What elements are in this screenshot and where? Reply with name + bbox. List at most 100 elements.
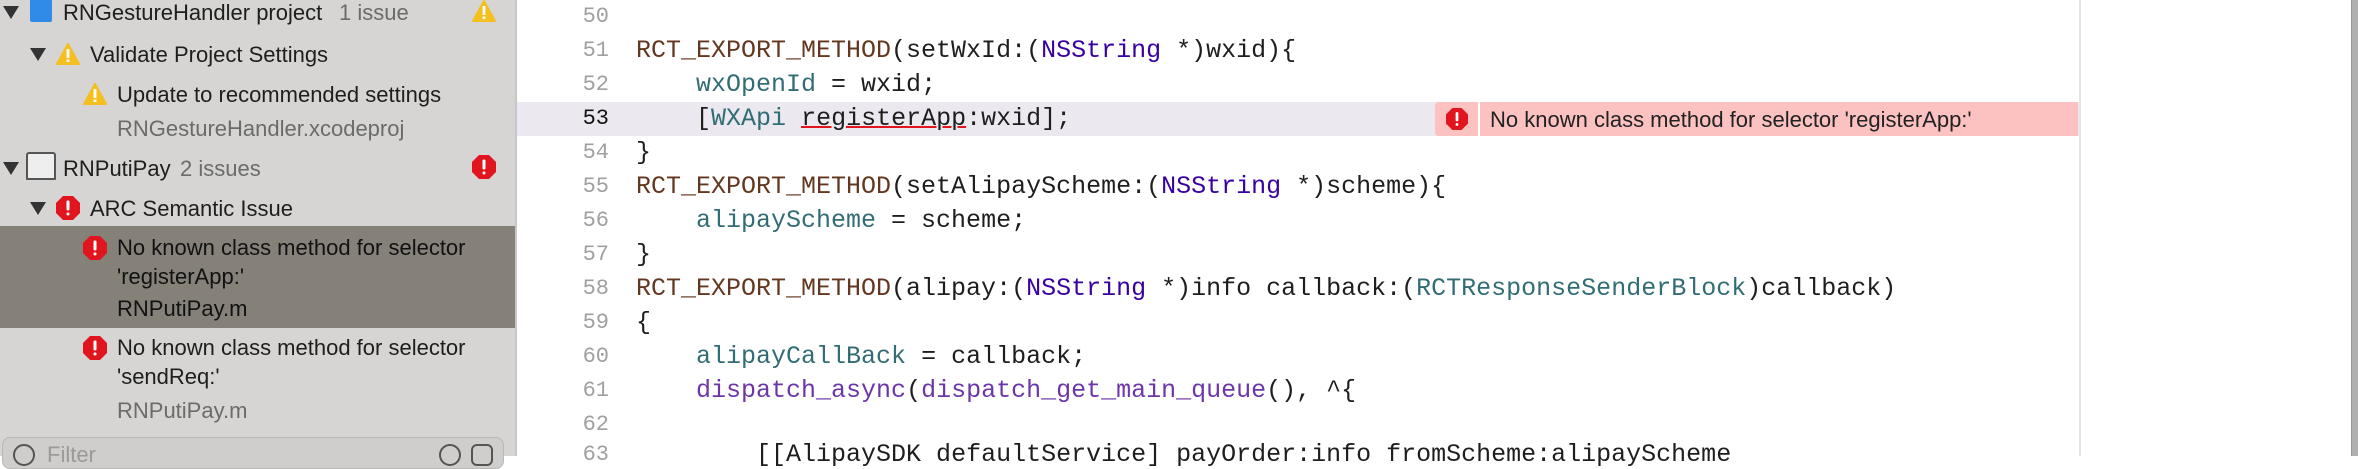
warning-icon (472, 0, 496, 22)
issue-group-rnputipay[interactable]: RNPutiPay 2 issues (0, 152, 515, 186)
error-selector-token: registerApp (801, 104, 967, 133)
code-token: )callback) (1746, 274, 1897, 303)
type-token: NSString (1161, 172, 1282, 201)
issue-item-update-settings[interactable]: Update to recommended settings RNGesture… (0, 80, 515, 150)
disclosure-triangle-icon[interactable] (3, 162, 19, 175)
error-icon (83, 236, 107, 260)
indent (636, 104, 696, 133)
issue-title: No known class method for selector (117, 335, 466, 360)
code-token: :wxid]; (966, 104, 1072, 133)
issue-title: No known class method for selector (117, 235, 466, 260)
code-line-63: [[AlipaySDK defaultService] payOrder:inf… (636, 440, 1731, 469)
disclosure-triangle-icon[interactable] (30, 202, 46, 215)
code-line-55: RCT_EXPORT_METHOD(setAlipayScheme:(NSStr… (636, 172, 1446, 201)
function-token: dispatch_get_main_queue (921, 376, 1267, 405)
code-line-59: { (636, 308, 652, 337)
macro-token: RCT_EXPORT_METHOD (636, 36, 892, 65)
warning-icon (83, 83, 107, 105)
filter-icon (13, 444, 35, 466)
line-number: 57 (582, 242, 609, 267)
error-icon (56, 196, 80, 220)
code-line-56: alipayScheme = scheme; (636, 206, 1026, 235)
issue-file: RNPutiPay.m (117, 296, 248, 321)
issue-item-registerapp[interactable]: No known class method for selector 'regi… (0, 226, 515, 328)
line-number: 50 (582, 4, 609, 29)
issue-category-title: Validate Project Settings (90, 42, 329, 67)
line-number: 54 (582, 140, 609, 165)
line-number: 60 (582, 344, 609, 369)
line-number: 61 (582, 378, 609, 403)
disclosure-triangle-icon[interactable] (30, 48, 46, 61)
disclosure-triangle-icon[interactable] (3, 6, 19, 19)
code-token: = wxid; (816, 70, 937, 99)
identifier-token: alipayScheme (696, 206, 877, 235)
issue-category-title: ARC Semantic Issue (90, 196, 293, 221)
line-number: 62 (582, 412, 609, 437)
issue-title-cont: 'sendReq:' (117, 364, 220, 389)
indent (636, 70, 696, 99)
line-number: 51 (582, 38, 609, 63)
issue-file: RNPutiPay.m (117, 398, 248, 423)
code-token: (alipay:( (891, 274, 1027, 303)
source-editor[interactable]: 50 51 52 53 54 55 56 57 58 59 60 61 62 6… (517, 0, 2079, 469)
function-token: dispatch_async (696, 376, 907, 405)
issue-category-arc[interactable]: ARC Semantic Issue (0, 194, 515, 224)
code-line-51: RCT_EXPORT_METHOD(setWxId:(NSString *)wx… (636, 36, 1296, 65)
error-annotation[interactable]: No known class method for selector 'regi… (1435, 102, 2078, 136)
line-number: 52 (582, 72, 609, 97)
issue-count: 2 issues (180, 156, 261, 181)
code-token (786, 104, 801, 133)
clock-icon[interactable] (439, 444, 461, 466)
identifier-token: alipayCallBack (696, 342, 907, 371)
indent (636, 342, 696, 371)
issue-navigator: RNGestureHandler project 1 issue Validat… (0, 0, 517, 469)
line-number: 63 (582, 442, 609, 467)
minimap-area (2081, 0, 2351, 456)
macro-token: RCT_EXPORT_METHOD (636, 172, 892, 201)
line-number: 58 (582, 276, 609, 301)
code-token: (setWxId:( (891, 36, 1042, 65)
issue-category-validate[interactable]: Validate Project Settings (0, 40, 515, 68)
xcode-project-icon (30, 0, 52, 22)
window-edge (2351, 0, 2358, 456)
filter-field[interactable]: Filter (2, 437, 504, 469)
issue-item-sendreq[interactable]: No known class method for selector 'send… (0, 330, 515, 430)
code-line-60: alipayCallBack = callback; (636, 342, 1086, 371)
error-annotation-icon-area[interactable] (1435, 102, 1480, 136)
issue-group-title: RNPutiPay (63, 156, 171, 181)
editor-divider (2079, 0, 2081, 456)
code-token: *)scheme){ (1281, 172, 1447, 201)
code-line-57: } (636, 240, 652, 269)
issue-count: 1 issue (339, 0, 409, 25)
code-line-54: } (636, 138, 652, 167)
code-token: *)wxid){ (1161, 36, 1297, 65)
code-line-53: [WXApi registerApp:wxid]; (636, 104, 1071, 133)
scope-icon[interactable] (471, 444, 493, 466)
class-token: WXApi (711, 104, 787, 133)
indent (636, 376, 696, 405)
code-token: = scheme; (876, 206, 1027, 235)
code-line-61: dispatch_async(dispatch_get_main_queue()… (636, 376, 1356, 405)
line-number: 59 (582, 310, 609, 335)
code-token: *)info callback:( (1146, 274, 1417, 303)
library-icon (26, 152, 56, 180)
code-line-52: wxOpenId = wxid; (636, 70, 936, 99)
code-token: = callback; (906, 342, 1087, 371)
type-token: NSString (1041, 36, 1162, 65)
class-token: RCTResponseSenderBlock (1416, 274, 1747, 303)
code-token: [[AlipaySDK defaultService] payOrder:inf… (756, 440, 1732, 469)
type-token: NSString (1026, 274, 1147, 303)
error-icon (1446, 108, 1468, 130)
issue-group-rngesturehandler[interactable]: RNGestureHandler project 1 issue (0, 0, 515, 28)
line-number: 55 (582, 174, 609, 199)
indent (636, 206, 696, 235)
identifier-token: wxOpenId (696, 70, 817, 99)
code-token: (), ^{ (1266, 376, 1357, 405)
error-icon (83, 336, 107, 360)
warning-icon (56, 43, 80, 65)
filter-placeholder: Filter (47, 442, 96, 467)
error-icon (472, 155, 496, 179)
issue-title: Update to recommended settings (117, 82, 442, 107)
line-number: 56 (582, 208, 609, 233)
indent (636, 440, 756, 469)
